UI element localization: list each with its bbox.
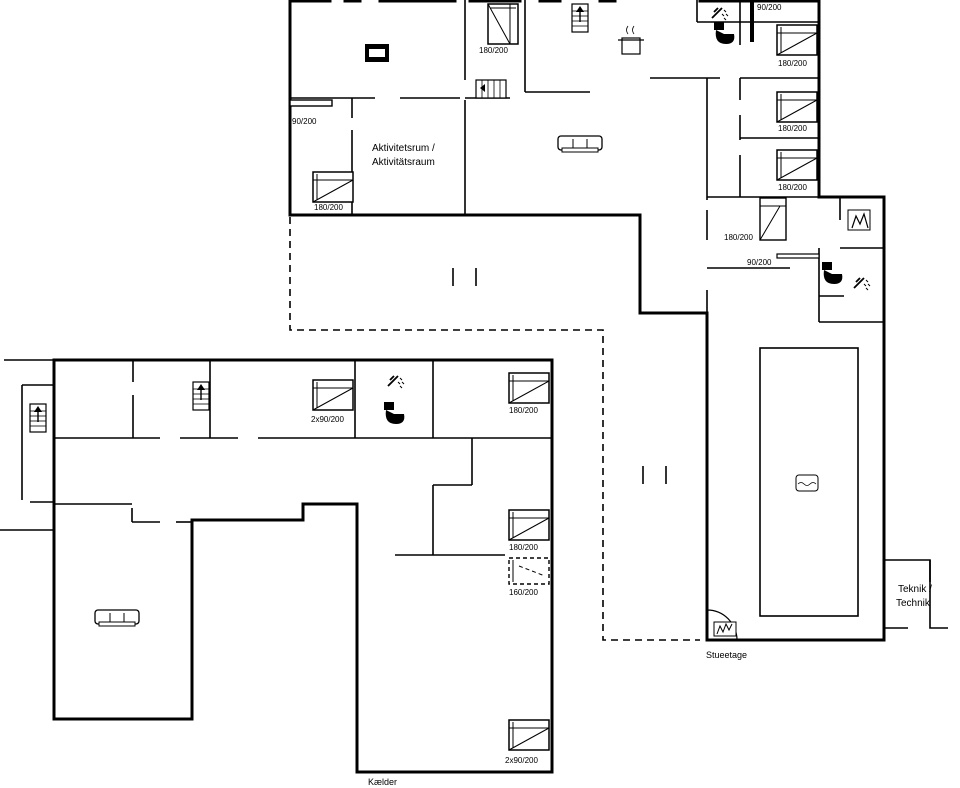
bed-icon: [508, 557, 550, 585]
bed-size-label: 90/200: [747, 258, 772, 267]
bed-icon: [776, 149, 818, 181]
bed-size-label: 180/200: [724, 233, 753, 242]
bed-icon: [487, 3, 519, 45]
room-label-activity: Aktivitätsraum: [372, 157, 435, 168]
room-label-technical: Technik: [896, 598, 931, 609]
stair-icon: [29, 403, 47, 433]
sauna-icon: [847, 209, 871, 231]
bed-icon: [508, 372, 550, 404]
bed-size-label: 160/200: [509, 588, 538, 597]
pool-icon: [795, 474, 819, 492]
toilet-icon: [714, 22, 735, 44]
stair-icon: [571, 3, 589, 33]
bed-size-label: 180/200: [509, 406, 538, 415]
basement: 2x90/200 180/200 180/200 160/200 2x90/20…: [0, 358, 554, 787]
ground-floor: Aktivitetsrum / Aktivitätsraum Teknik / …: [288, 0, 948, 660]
bed-size-label: 180/200: [509, 543, 538, 552]
stair-icon: [192, 381, 210, 411]
bed-size-label: 180/200: [314, 203, 343, 212]
bed-icon: [759, 197, 787, 241]
bed-size-label: 180/200: [778, 59, 807, 68]
level-label-basement: Kælder: [368, 777, 397, 787]
toilet-icon: [822, 262, 843, 284]
sofa-icon: [94, 609, 140, 627]
room-label-activity: Aktivitetsrum /: [372, 143, 435, 154]
shower-icon: [853, 277, 871, 291]
sauna-icon: [706, 609, 738, 641]
toilet-icon: [384, 402, 405, 424]
shower-icon: [387, 375, 405, 389]
bed-icon: [776, 91, 818, 123]
kitchen-pot-icon: [618, 25, 644, 55]
bed-icon: [508, 509, 550, 541]
stair-icon: [475, 79, 507, 99]
bed-icon: [312, 379, 354, 411]
bed-size-label: 2x90/200: [505, 756, 538, 765]
bed-size-label: 180/200: [778, 183, 807, 192]
shower-icon: [711, 7, 729, 21]
bed-icon: [776, 24, 818, 56]
bed-icon: [312, 171, 354, 203]
room-label-technical: Teknik /: [898, 584, 932, 595]
bed-size-label: 180/200: [479, 46, 508, 55]
bed-icon: [508, 719, 550, 751]
bed-size-label: 90/200: [292, 117, 317, 126]
bed-size-label: 90/200: [757, 3, 782, 12]
tv-icon: [365, 44, 389, 62]
sofa-icon: [557, 135, 603, 153]
bed-size-label: 180/200: [778, 124, 807, 133]
level-label-ground: Stueetage: [706, 650, 747, 660]
bed-size-label: 2x90/200: [311, 415, 344, 424]
